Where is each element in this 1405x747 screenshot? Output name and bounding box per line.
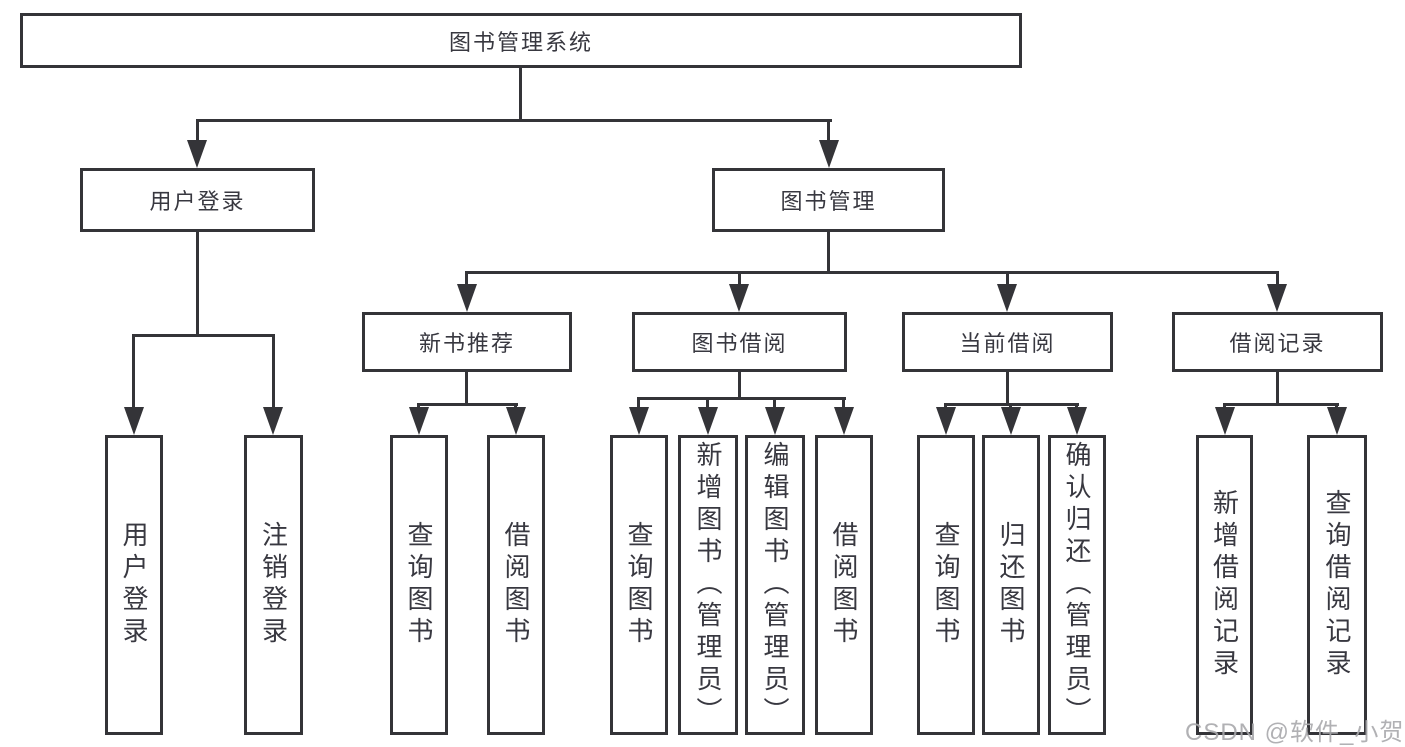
connector-current-borrow-stem [1006,372,1009,406]
leaf-logout-label: 注销登录 [258,521,289,649]
leaf-query-borrow-record: 查询借阅记录 [1307,435,1367,735]
leaf-query-books-current-label: 查询图书 [931,521,961,649]
node-new-book-recommend: 新书推荐 [362,312,572,372]
arrow-down-icon [834,407,854,435]
connector-root-stem [519,68,522,120]
leaf-query-books-rec-label: 查询图书 [404,521,434,649]
node-borrow-records: 借阅记录 [1172,312,1383,372]
connector-drop-user-login [196,119,199,144]
arrow-down-icon [1267,284,1287,312]
connector-drop-borrow-records [1276,271,1279,288]
arrow-down-icon [1067,407,1087,435]
connector-user-login-stem [196,232,199,335]
node-root-system: 图书管理系统 [20,13,1022,68]
leaf-confirm-return-admin: 确认归还（管理员） [1048,435,1106,735]
arrow-down-icon [506,407,526,435]
leaf-add-book-admin: 新增图书（管理员） [678,435,738,735]
leaf-add-borrow-record: 新增借阅记录 [1196,435,1253,735]
node-root-system-label: 图书管理系统 [448,29,593,55]
node-user-login: 用户登录 [80,168,315,232]
node-current-borrow: 当前借阅 [902,312,1113,372]
leaf-query-borrow-record-label: 查询借阅记录 [1322,489,1352,681]
leaf-query-books-borrow: 查询图书 [610,435,668,735]
arrow-down-icon [409,407,429,435]
node-book-mgmt: 图书管理 [712,168,945,232]
connector-drop-current-borrow [1006,271,1009,288]
arrow-down-icon [729,284,749,312]
arrow-down-icon [997,284,1017,312]
connector-borrow-records-rail [1223,403,1339,406]
leaf-edit-book-admin: 编辑图书（管理员） [745,435,805,735]
connector-new-book-rec-stem [465,372,468,406]
connector-root-rail [196,119,832,122]
arrow-down-icon [1215,407,1235,435]
arrow-down-icon [457,284,477,312]
arrow-down-icon [936,407,956,435]
connector-book-mgmt-rail [465,271,1279,274]
leaf-add-book-admin-label: 新增图书（管理员） [693,441,723,729]
leaf-return-books-label: 归还图书 [996,521,1026,649]
csdn-watermark: CSDN @软件_小贺同学 [1185,719,1405,746]
node-book-borrow: 图书借阅 [632,312,847,372]
leaf-query-books-current: 查询图书 [917,435,975,735]
leaf-query-books-rec: 查询图书 [390,435,448,735]
arrow-down-icon [819,140,839,168]
node-book-mgmt-label: 图书管理 [780,189,877,214]
leaf-user-login: 用户登录 [105,435,163,735]
arrow-down-icon [187,140,207,168]
leaf-borrow-books-rec-label: 借阅图书 [501,521,531,649]
connector-drop-leaf-logout [272,334,275,409]
node-book-borrow-label: 图书借阅 [691,331,788,356]
arrow-down-icon [263,407,283,435]
leaf-query-books-borrow-label: 查询图书 [624,521,654,649]
connector-drop-leaf-user-login [132,334,135,409]
connector-borrow-records-stem [1276,372,1279,406]
arrow-down-icon [124,407,144,435]
arrow-down-icon [1327,407,1347,435]
connector-book-mgmt-stem [827,232,830,274]
node-borrow-records-label: 借阅记录 [1229,331,1326,356]
leaf-confirm-return-admin-label: 确认归还（管理员） [1062,441,1092,729]
leaf-logout: 注销登录 [244,435,303,735]
connector-drop-book-mgmt [827,119,830,144]
connector-new-book-rec-rail [417,403,518,406]
connector-user-login-rail [133,334,275,337]
leaf-edit-book-admin-label: 编辑图书（管理员） [760,441,790,729]
arrow-down-icon [765,407,785,435]
node-new-book-recommend-label: 新书推荐 [418,331,515,356]
leaf-return-books: 归还图书 [982,435,1040,735]
leaf-add-borrow-record-label: 新增借阅记录 [1209,489,1240,681]
arrow-down-icon [1001,407,1021,435]
connector-drop [842,397,845,411]
connector-drop [706,397,709,411]
leaf-user-login-label: 用户登录 [119,521,149,649]
connector-drop-new-book-rec [465,271,468,288]
node-current-borrow-label: 当前借阅 [959,331,1056,356]
connector-drop-book-borrow [738,271,741,288]
connector-book-borrow-stem [738,372,741,400]
arrow-down-icon [698,407,718,435]
connector-book-borrow-rail [637,397,846,400]
connector-drop [773,397,776,411]
leaf-borrow-books-rec: 借阅图书 [487,435,545,735]
node-user-login-label: 用户登录 [149,189,246,214]
leaf-borrow-books: 借阅图书 [815,435,873,735]
connector-drop [637,397,640,411]
leaf-borrow-books-label: 借阅图书 [829,521,859,649]
arrow-down-icon [629,407,649,435]
